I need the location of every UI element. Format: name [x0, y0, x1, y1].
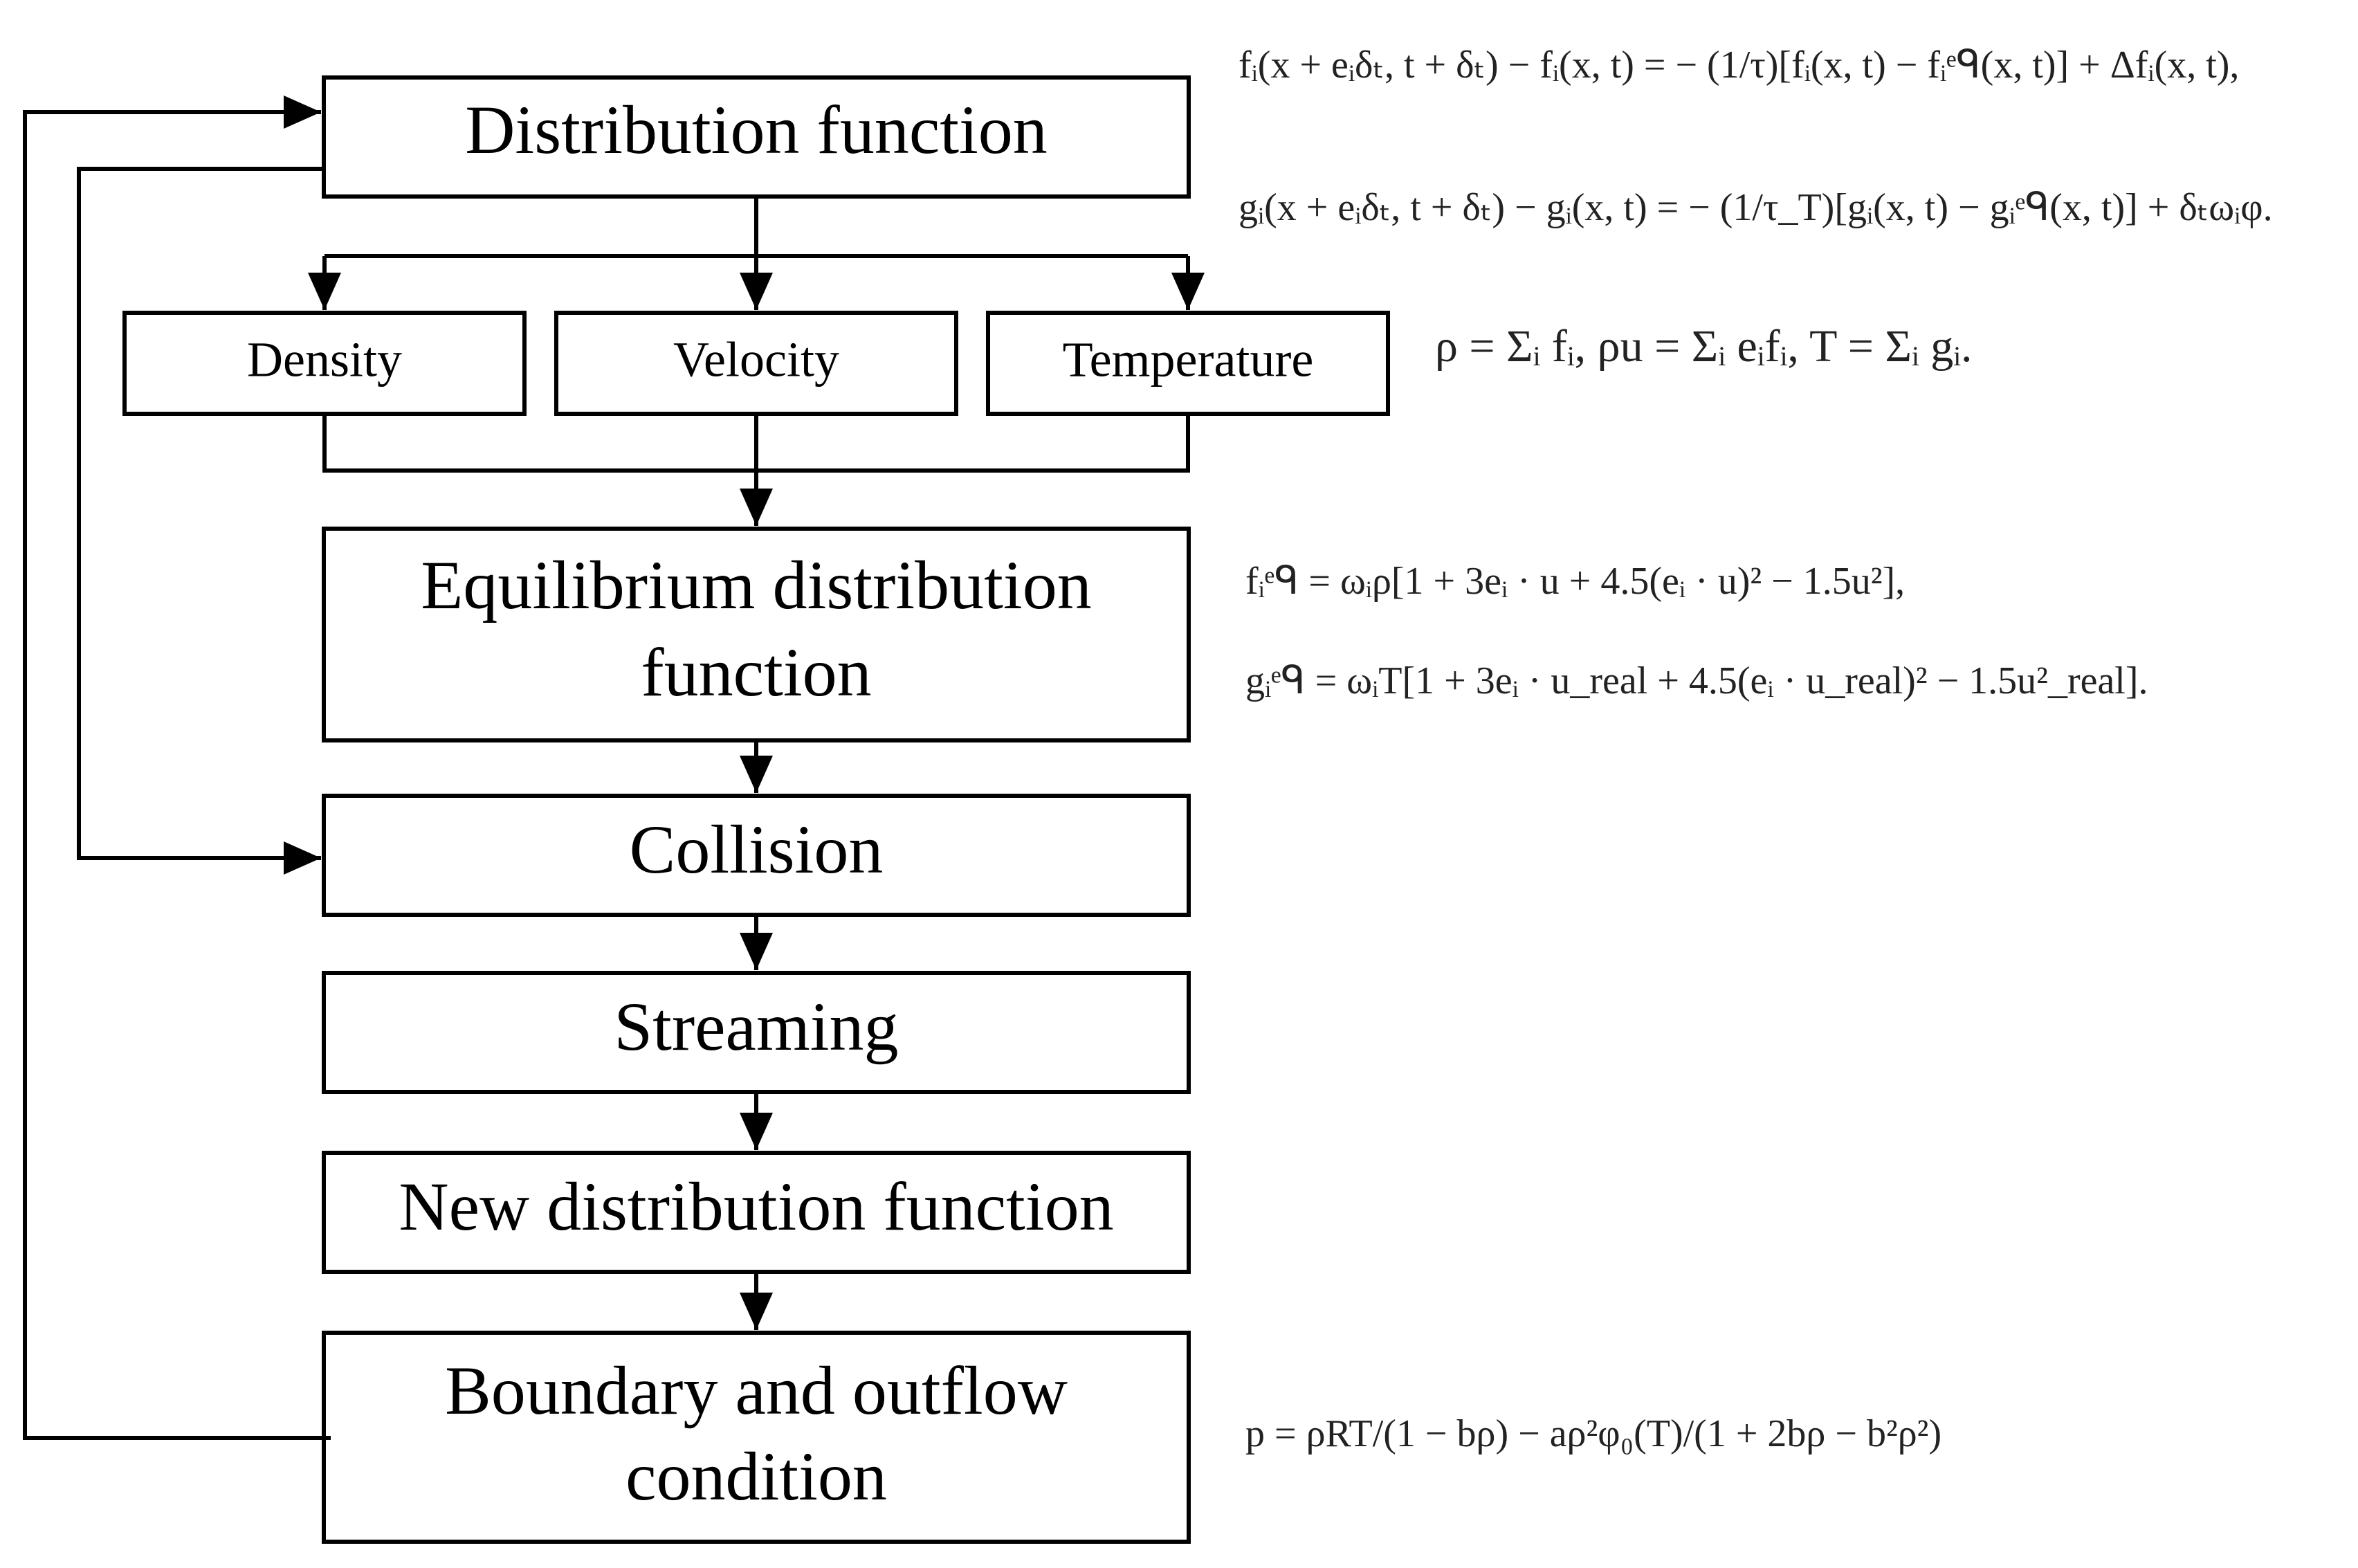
boundary-label-line2: condition: [625, 1438, 887, 1515]
density-box: Density: [122, 311, 527, 416]
temperature-label: Temperature: [1063, 332, 1314, 388]
loop-distribution-to-collision: [77, 167, 324, 875]
equation-f-evolution: fᵢ(x + eᵢδₜ, t + δₜ) − fᵢ(x, t) = − (1/τ…: [1239, 44, 2239, 86]
velocity-label: Velocity: [673, 332, 839, 388]
boundary-box: Boundary and outflow condition: [322, 1331, 1191, 1544]
collision-box: Collision: [322, 794, 1191, 917]
equation-g-evolution: gᵢ(x + eᵢδₜ, t + δₜ) − gᵢ(x, t) = − (1/τ…: [1239, 186, 2273, 229]
distribution-function-label: Distribution function: [465, 91, 1048, 168]
streaming-box: Streaming: [322, 971, 1191, 1094]
equation-g-equilibrium: gᵢᵉᑫ = ωᵢT[1 + 3eᵢ · u_real + 4.5(eᵢ · u…: [1245, 659, 2148, 702]
connectors: [23, 95, 1205, 1440]
equation-f-equilibrium: fᵢᵉᑫ = ωᵢρ[1 + 3eᵢ · u + 4.5(eᵢ · u)² − …: [1245, 560, 1905, 603]
equation-macroscopic: ρ = Σᵢ fᵢ, ρu = Σᵢ eᵢfᵢ, T = Σᵢ gᵢ.: [1435, 321, 1973, 372]
new-distribution-label: New distribution function: [399, 1168, 1113, 1245]
boundary-label-line1: Boundary and outflow: [445, 1352, 1068, 1429]
loop-boundary-to-distribution: [23, 95, 331, 1440]
equilibrium-label-line1: Equilibrium distribution: [421, 547, 1091, 623]
collision-label: Collision: [630, 811, 884, 888]
equilibrium-label-line2: function: [641, 634, 871, 711]
equilibrium-box: Equilibrium distribution function: [322, 527, 1191, 742]
equations: fᵢ(x + eᵢδₜ, t + δₜ) − fᵢ(x, t) = − (1/τ…: [1239, 44, 2273, 1455]
streaming-label: Streaming: [614, 988, 898, 1065]
temperature-box: Temperature: [986, 311, 1390, 416]
distribution-function-box: Distribution function: [322, 75, 1191, 199]
velocity-box: Velocity: [554, 311, 958, 416]
equation-pressure: p = ρRT/(1 − bρ) − aρ²φ₀(T)/(1 + 2bρ − b…: [1245, 1412, 1941, 1455]
density-label: Density: [247, 332, 402, 388]
new-distribution-box: New distribution function: [322, 1151, 1191, 1274]
